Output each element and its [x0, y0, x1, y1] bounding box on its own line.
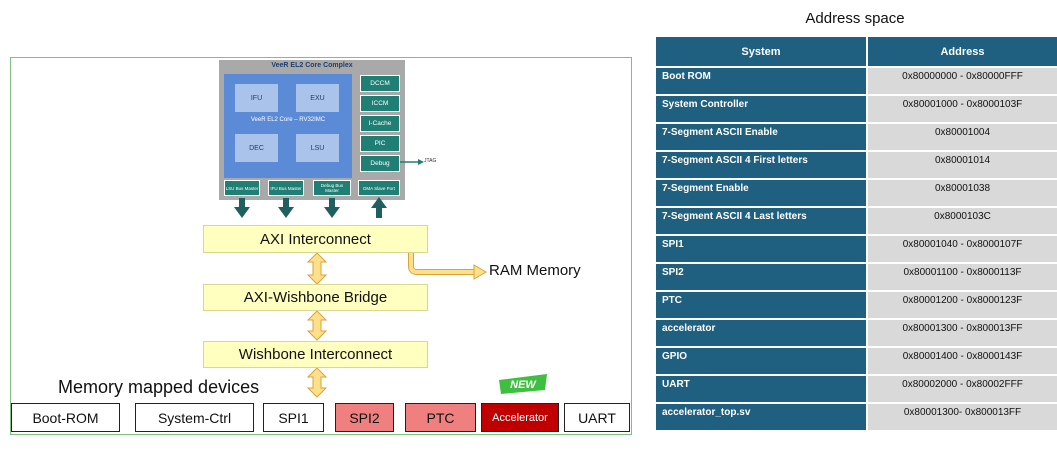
unit-dec: DEC — [235, 134, 278, 162]
unit-exu: EXU — [296, 84, 339, 112]
device-uart: UART — [564, 403, 630, 432]
port-arrows — [234, 197, 387, 218]
new-badge-text: NEW — [510, 379, 537, 391]
diagram-frame — [10, 57, 632, 435]
port-ifu-bus-master: IFU Bus Master — [268, 180, 304, 196]
ram-arrow-outline — [408, 252, 476, 275]
device-boot-rom: Boot-ROM — [11, 403, 120, 432]
port-dma-slave: DMA Slave Port — [358, 180, 400, 196]
core-complex-title: VeeR EL2 Core Complex — [271, 62, 353, 69]
cell-address: 0x80001100 - 0x8000113F — [866, 262, 1057, 292]
cell-system: GPIO — [654, 346, 868, 376]
axi-wishbone-bridge: AXI-Wishbone Bridge — [203, 284, 428, 311]
cell-address: 0x80002000 - 0x80002FFF — [866, 374, 1057, 404]
cell-system: PTC — [654, 290, 868, 320]
jtag-arrowhead — [418, 159, 424, 165]
ram-arrow-body — [409, 252, 476, 274]
port-lsu-bus-master: LSU Bus Master — [224, 180, 260, 196]
cell-address: 0x80001038 — [866, 178, 1057, 208]
unit-ifu: IFU — [235, 84, 278, 112]
cell-system: 7-Segment ASCII 4 Last letters — [654, 206, 868, 236]
port-debug-bus-master: Debug Bus Master — [313, 180, 351, 196]
side-debug: Debug — [360, 155, 400, 172]
memory-mapped-devices-label: Memory mapped devices — [58, 377, 260, 397]
cell-address: 0x80001300 - 0x800013FF — [866, 318, 1057, 348]
cell-system: Boot ROM — [654, 66, 868, 96]
side-dccm: DCCM — [360, 75, 400, 92]
bus-double-arrows — [306, 252, 328, 398]
cell-address: 0x80001400 - 0x8000143F — [866, 346, 1057, 376]
wishbone-interconnect: Wishbone Interconnect — [203, 341, 428, 368]
cell-system: accelerator_top.sv — [654, 402, 868, 432]
cell-address: 0x80001040 - 0x8000107F — [866, 234, 1057, 264]
side-icache: I-Cache — [360, 115, 400, 132]
jtag-label: JTAG — [424, 158, 437, 164]
cell-address: 0x80001004 — [866, 122, 1057, 152]
cell-address: 0x80001000 - 0x8000103F — [866, 94, 1057, 124]
ram-memory-label: RAM Memory — [489, 262, 581, 279]
cell-address: 0x80001300- 0x800013FF — [866, 402, 1057, 432]
cell-system: accelerator — [654, 318, 868, 348]
cell-address: 0x80000000 - 0x80000FFF — [866, 66, 1057, 96]
header-address: Address — [866, 35, 1057, 68]
address-space-title: Address space — [805, 10, 905, 27]
cell-address: 0x80001200 - 0x8000123F — [866, 290, 1057, 320]
unit-lsu: LSU — [296, 134, 339, 162]
header-system: System — [654, 35, 868, 68]
device-system-ctrl: System-Ctrl — [135, 403, 254, 432]
cell-system: SPI2 — [654, 262, 868, 292]
device-ptc: PTC — [405, 403, 476, 432]
new-badge-icon: NEW — [499, 374, 547, 394]
diagram-arrows — [234, 159, 487, 398]
cell-address: 0x80001014 — [866, 150, 1057, 180]
cell-system: System Controller — [654, 94, 868, 124]
device-spi1: SPI1 — [263, 403, 324, 432]
cell-system: 7-Segment Enable — [654, 178, 868, 208]
cell-address: 0x8000103C — [866, 206, 1057, 236]
cell-system: 7-Segment ASCII Enable — [654, 122, 868, 152]
cell-system: UART — [654, 374, 868, 404]
device-spi2: SPI2 — [335, 403, 394, 432]
cell-system: 7-Segment ASCII 4 First letters — [654, 150, 868, 180]
side-pic: PIC — [360, 135, 400, 152]
side-iccm: ICCM — [360, 95, 400, 112]
cell-system: SPI1 — [654, 234, 868, 264]
device-accelerator: Accelerator — [481, 403, 559, 432]
ram-arrowhead — [473, 264, 487, 280]
axi-interconnect: AXI Interconnect — [203, 225, 428, 253]
core-label: VeeR EL2 Core – RV32IMC — [250, 117, 326, 123]
